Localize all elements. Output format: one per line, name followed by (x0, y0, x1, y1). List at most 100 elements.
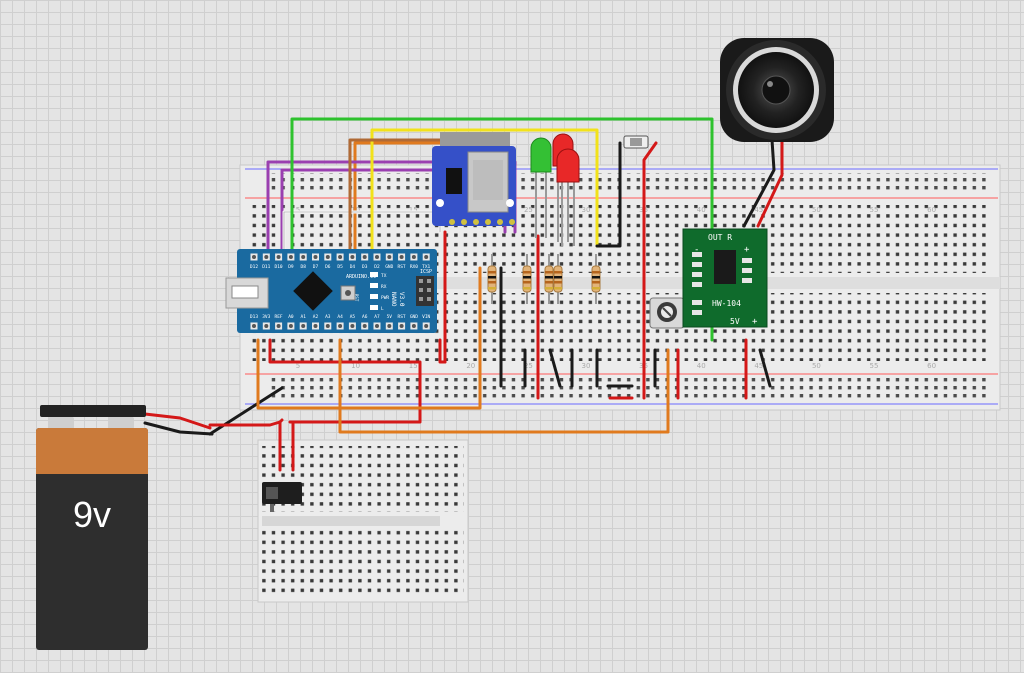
brown-wire (348, 138, 442, 252)
pin-label: A6 (362, 314, 368, 320)
led-label: L (381, 306, 384, 312)
column-number: 15 (409, 362, 418, 370)
reset-label: RST (354, 294, 359, 302)
bottom-power-rail (245, 373, 998, 405)
column-number: 25 (524, 206, 533, 214)
pin-label: D7 (313, 264, 319, 270)
potentiometer[interactable] (649, 297, 685, 329)
header-pin-hole (387, 255, 392, 259)
column-number: 45 (754, 362, 763, 370)
amp-black-wire (758, 348, 772, 388)
header-pin-hole (387, 324, 392, 328)
header-pin-hole (424, 255, 429, 259)
led-label: PWR (381, 295, 389, 301)
push-button[interactable] (623, 135, 649, 149)
column-number: 20 (466, 362, 475, 370)
battery-red-wire (208, 418, 284, 427)
pin-label: RX0 (410, 264, 418, 270)
orange-wire-1 (256, 266, 482, 410)
yellow-wire (370, 128, 599, 252)
column-number: 50 (812, 362, 821, 370)
pin-label: D12 (250, 264, 258, 270)
pin-label: A4 (337, 314, 343, 320)
column-number: 5 (296, 362, 300, 370)
column-number: 10 (351, 362, 360, 370)
pin-label: A3 (325, 314, 331, 320)
pin-label: A0 (288, 314, 294, 320)
pin-label: GND (410, 314, 418, 320)
arduino-model: NANO (390, 292, 397, 307)
battery-9v: 9v (36, 405, 148, 650)
amp-model-label: HW-104 (712, 299, 741, 308)
column-number: 60 (927, 362, 936, 370)
header-pin-hole (325, 255, 330, 259)
black-rail-wire-3 (548, 348, 562, 388)
header-pin-hole (411, 255, 416, 259)
pin-label: RST (398, 314, 406, 320)
pin-label: TX1 (422, 264, 430, 270)
amp-bottom-label: 5V (730, 317, 740, 326)
pin-label: D4 (350, 264, 356, 270)
vin-red-wire (268, 338, 422, 424)
pin-label: D3 (362, 264, 368, 270)
icsp-label: ICSP (420, 269, 432, 275)
amp-top-label: OUT R (708, 233, 732, 242)
header-pin-hole (424, 324, 429, 328)
column-number: 50 (812, 206, 821, 214)
speaker (720, 38, 834, 142)
pin-label: D6 (325, 264, 331, 270)
column-number: 5 (296, 206, 300, 214)
pin-label: D8 (300, 264, 306, 270)
led-label: RX (381, 284, 387, 290)
red-wire-a0 (438, 338, 447, 364)
header-pin-hole (362, 324, 367, 328)
led-label: TX (381, 273, 387, 279)
column-number: 30 (582, 206, 591, 214)
resistor (544, 254, 554, 304)
pin-label: D10 (275, 264, 283, 270)
pin-label: D5 (337, 264, 343, 270)
red-led-2 (556, 148, 580, 246)
header-pin-hole (301, 255, 306, 259)
amplifier-hw104: OUT R + - HW-104 5V + (682, 228, 768, 328)
column-number: 15 (409, 206, 418, 214)
pin-label: A2 (313, 314, 319, 320)
arduino-version: V3.0 (398, 292, 405, 307)
sd-card-module (432, 132, 516, 226)
header-pin-hole (264, 255, 269, 259)
resistor (522, 254, 532, 304)
column-number: 55 (870, 362, 879, 370)
amp-plus-bottom: + (752, 317, 758, 327)
slide-switch[interactable] (262, 482, 302, 512)
header-pin-hole (411, 324, 416, 328)
orange-wire-2 (338, 338, 670, 434)
header-pin-hole (288, 324, 293, 328)
pin-label: A7 (374, 314, 380, 320)
pin-label: D9 (288, 264, 294, 270)
header-pin-hole (301, 324, 306, 328)
header-pin-hole (362, 255, 367, 259)
battery-black-lead (143, 421, 214, 436)
green-led (530, 137, 552, 238)
resistors (487, 254, 601, 304)
column-number: 55 (870, 206, 879, 214)
header-pin-hole (399, 324, 404, 328)
header-pin-hole (276, 324, 281, 328)
pin-label: D13 (250, 314, 258, 320)
resistor (553, 254, 563, 304)
column-number: 25 (524, 362, 533, 370)
battery-label: 9v (73, 494, 111, 535)
pin-label: RST (398, 264, 406, 270)
header-pin-hole (264, 324, 269, 328)
pin-label: A1 (300, 314, 306, 320)
pin-label: 3V3 (262, 314, 270, 320)
header-pin-hole (350, 255, 355, 259)
resistor (487, 254, 497, 304)
column-number: 60 (927, 206, 936, 214)
pin-label: A5 (350, 314, 356, 320)
black-button-wire (595, 141, 622, 248)
pin-label: GND (385, 264, 393, 270)
resistor (591, 254, 601, 304)
